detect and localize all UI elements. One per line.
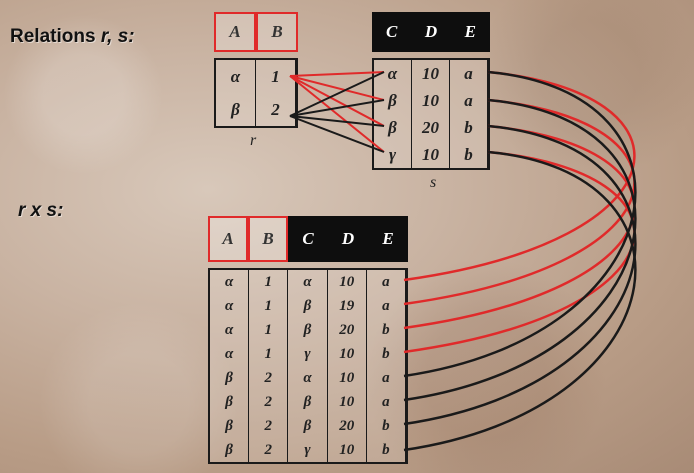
product-cell: β [210,414,250,438]
relation-r-header: A B [214,12,298,52]
product-label: r x s: [18,200,64,221]
r-cell: 2 [256,93,296,126]
r-to-s-link [289,75,385,127]
product-column-header-a: A [208,216,248,262]
product-cell: β [288,414,328,438]
product-cell: 2 [249,390,289,414]
product-header: A B C D E [208,216,408,262]
column-header-a: A [214,12,256,52]
s-cell: a [450,87,488,114]
product-cell: α [210,342,250,366]
s-cell: β [374,114,412,141]
relation-r-caption: r [250,132,257,149]
s-to-product-link [403,150,637,452]
s-cell: γ [374,141,412,168]
product-cell: 2 [249,366,289,390]
product-cell: 10 [328,438,367,462]
r-to-s-link [289,71,385,117]
s-cell: b [450,141,488,168]
product-cell: α [288,366,328,390]
product-cell: 20 [328,318,367,342]
column-header-d: D [411,12,451,52]
r-cell: β [216,93,256,126]
product-cell: b [367,342,406,366]
r-to-s-link [289,75,385,101]
product-cell: β [210,438,250,462]
product-column-header-c: C [288,216,328,262]
product-cell: 1 [249,270,289,294]
s-cell: α [374,60,412,87]
s-cell: β [374,87,412,114]
s-cell: a [450,60,488,87]
product-cell: β [288,390,328,414]
r-to-s-link [289,71,385,77]
product-cell: β [288,318,328,342]
product-cell: β [210,390,250,414]
product-column-header-e: E [368,216,408,262]
product-cell: 10 [328,270,367,294]
product-cell: α [288,270,328,294]
r-to-s-link [289,99,385,117]
product-cell: 1 [249,342,289,366]
product-cell: 2 [249,438,289,462]
r-to-s-link [289,115,385,127]
relations-label: Relations r, s: [10,26,135,47]
product-cell: 2 [249,414,289,438]
product-cell: α [210,294,250,318]
column-header-b: B [256,12,298,52]
relation-s-caption: s [430,174,437,191]
product-cell: a [367,294,406,318]
s-cell: 10 [412,60,450,87]
s-cell: 20 [412,114,450,141]
relation-s-header: C D E [372,12,490,52]
s-to-product-link [403,124,637,426]
product-cell: a [367,270,406,294]
column-header-c: C [372,12,412,52]
product-cell: 1 [249,294,289,318]
product-cell: 10 [328,390,367,414]
r-cell: α [216,60,256,93]
s-cell: b [450,114,488,141]
product-cell: γ [288,342,328,366]
s-cell: 10 [412,87,450,114]
product-cell: a [367,390,406,414]
relation-r-body: α 1 β 2 [214,58,298,128]
s-cell: 10 [412,141,450,168]
product-cell: 10 [328,366,367,390]
product-cell: γ [288,438,328,462]
r-to-s-link [289,75,385,153]
product-cell: α [210,318,250,342]
r-to-s-link [289,115,385,153]
product-cell: 10 [328,342,367,366]
product-cell: 20 [328,414,367,438]
product-cell: 19 [328,294,367,318]
product-cell: α [210,270,250,294]
product-cell: 1 [249,318,289,342]
product-cell: b [367,318,406,342]
column-header-e: E [450,12,490,52]
product-column-header-d: D [328,216,368,262]
product-cell: β [288,294,328,318]
relation-s-body: α 10 a β 10 a β 20 b γ 10 b [372,58,490,170]
product-cell: a [367,366,406,390]
product-column-header-b: B [248,216,288,262]
product-cell: β [210,366,250,390]
product-cell: b [367,414,406,438]
